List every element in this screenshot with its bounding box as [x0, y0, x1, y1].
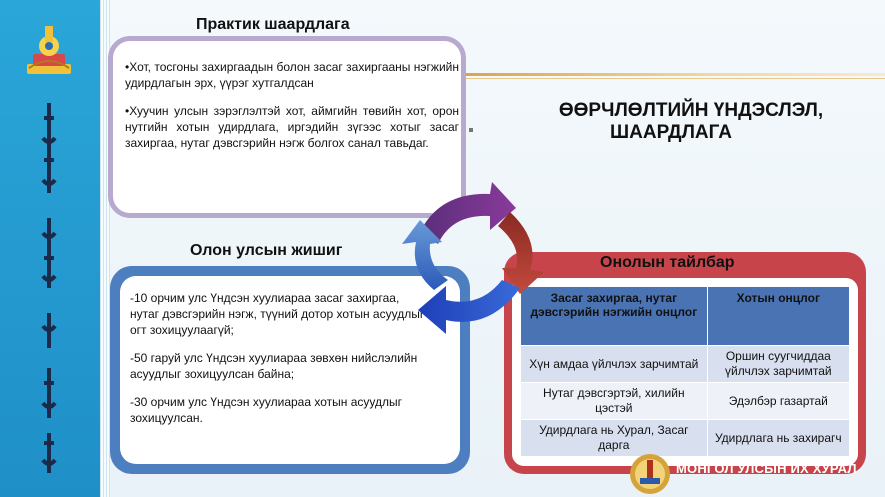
- table-row: Удирдлага нь Хурал, Засаг дарга Удирдлаг…: [520, 419, 851, 457]
- sidebar: [0, 0, 100, 497]
- international-para-1: -10 орчим улс Үндсэн хуулиараа засаг зах…: [130, 291, 425, 337]
- international-box: -10 орчим улс Үндсэн хуулиараа засаг зах…: [110, 266, 470, 474]
- practic-para-2: •Хуучин улсын зэрэглэлтэй хот, аймгийн т…: [125, 104, 459, 150]
- theory-heading: Онолын тайлбар: [600, 254, 735, 271]
- slide-title: ӨӨРЧЛӨЛТИЙН ҮНДЭСЛЭЛ, ШААРДЛАГА: [541, 100, 841, 144]
- parliament-seal-icon: [630, 454, 670, 494]
- table-cell: Хүн амдаа үйлчлэх зарчимтай: [520, 345, 708, 383]
- cycle-arrows-icon: [402, 182, 544, 334]
- international-para-2: -50 гаруй улс Үндсэн хуулиараа зөвхөн ни…: [130, 351, 418, 381]
- slide-title-line2: ШААРДЛАГА: [610, 122, 732, 143]
- decorative-dot: [469, 128, 473, 132]
- theory-table: Засаг захиргаа, нутаг дэвсгэрийн нэгжийн…: [520, 286, 851, 457]
- international-heading: Олон улсын жишиг: [190, 242, 343, 259]
- table-row: Нутаг дэвсгэртэй, хилийн цэстэй Эдэлбэр …: [520, 382, 851, 420]
- theory-box-inner: Засаг захиргаа, нутаг дэвсгэрийн нэгжийн…: [512, 278, 858, 466]
- decorative-rule-thin: [462, 78, 885, 79]
- practic-heading: Практик шаардлага: [196, 16, 350, 33]
- practic-box: •Хот, тосгоны захиргаадын болон засаг за…: [108, 36, 466, 218]
- sidebar-edge: [100, 0, 110, 497]
- table-cell: Удирдлага нь захирагч: [706, 419, 851, 457]
- international-box-inner: -10 орчим улс Үндсэн хуулиараа засаг зах…: [120, 276, 460, 464]
- theory-col1-header: Засаг захиргаа, нутаг дэвсгэрийн нэгжийн…: [520, 286, 708, 346]
- table-cell: Удирдлага нь Хурал, Засаг дарга: [520, 419, 708, 457]
- theory-col2-header: Хотын онцлог: [706, 286, 851, 346]
- theory-box: Онолын тайлбар Засаг захиргаа, нутаг дэв…: [504, 252, 866, 474]
- table-cell: Эдэлбэр газартай: [706, 382, 851, 420]
- state-emblem-icon: [27, 26, 71, 74]
- slide-title-line1: ӨӨРЧЛӨЛТИЙН ҮНДЭСЛЭЛ,: [558, 100, 824, 121]
- table-cell: Оршин суугчиддаа үйлчлэх зарчимтай: [706, 345, 851, 383]
- international-para-3: -30 орчим улс Үндсэн хуулиараа хотын асу…: [130, 395, 403, 425]
- practic-para-1: •Хот, тосгоны захиргаадын болон засаг за…: [125, 60, 459, 90]
- mongolian-script-icon: [41, 103, 57, 473]
- table-row: Хүн амдаа үйлчлэх зарчимтай Оршин суугчи…: [520, 345, 851, 383]
- table-cell: Нутаг дэвсгэртэй, хилийн цэстэй: [520, 382, 708, 420]
- footer-text: МОНГОЛ УЛСЫН ИХ ХУРАЛ: [676, 461, 857, 476]
- decorative-rule: [462, 73, 885, 76]
